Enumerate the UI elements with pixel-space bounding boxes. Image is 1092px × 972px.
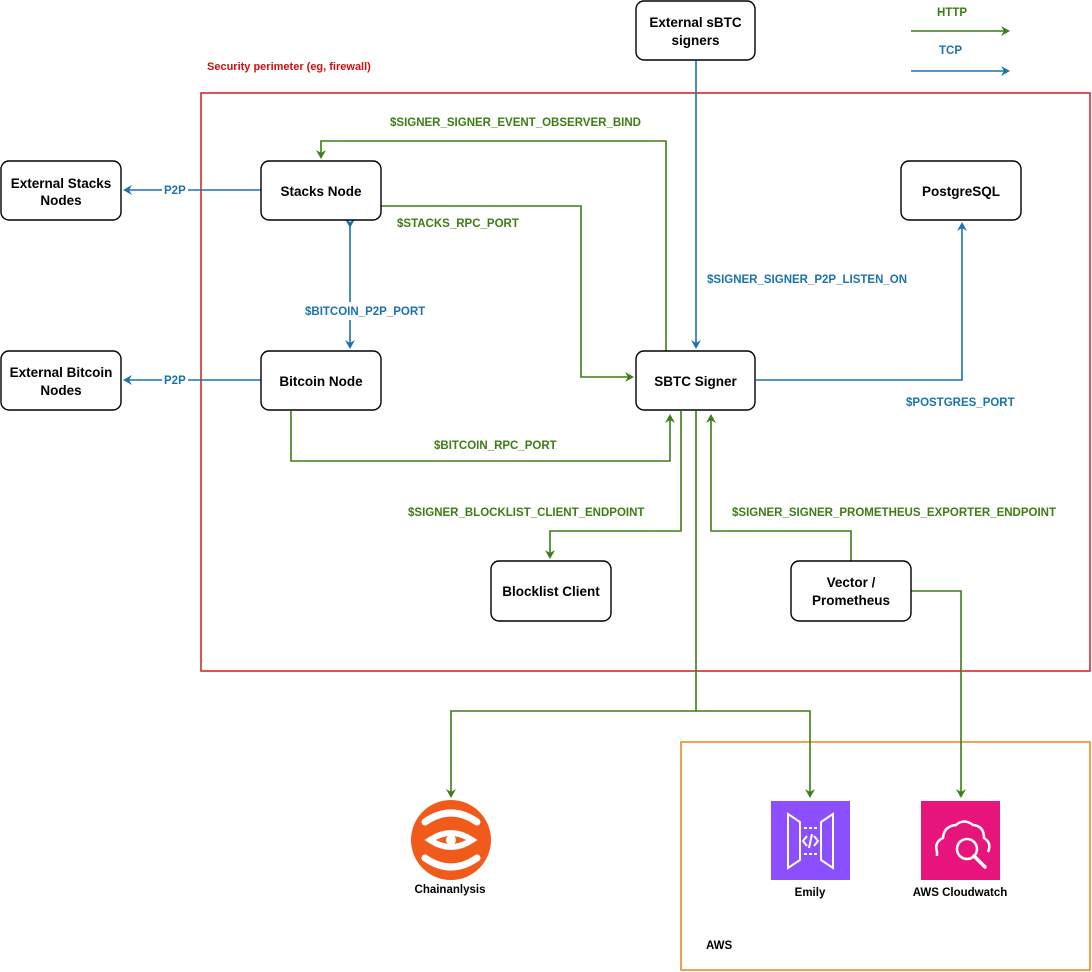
perimeter-label: Security perimeter (eg, firewall) xyxy=(207,61,371,73)
node-label-line: External Bitcoin xyxy=(10,365,113,380)
edge-label-p2p-stacks: P2P xyxy=(164,185,186,197)
edge-stacks-rpc xyxy=(381,205,634,382)
node-label-line: Nodes xyxy=(40,193,81,208)
edge-label-prometheus: $SIGNER_SIGNER_PROMETHEUS_EXPORTER_ENDPO… xyxy=(732,507,1056,519)
node-label-line: External sBTC xyxy=(649,15,742,30)
api-gateway-icon[interactable] xyxy=(771,801,850,880)
node-sbtc-signer[interactable]: SBTC Signer xyxy=(635,350,756,411)
edge-prometheus xyxy=(706,414,852,561)
node-label-line: Vector / xyxy=(827,575,876,590)
node-label-line: Prometheus xyxy=(812,593,890,608)
chainanalysis-logo-icon[interactable] xyxy=(411,800,491,880)
edge-label-stacks-rpc: $STACKS_RPC_PORT xyxy=(397,218,519,230)
security-perimeter xyxy=(200,92,1091,672)
edge-label-bg-bitcoin-p2p xyxy=(303,302,433,320)
node-label-line: External Stacks xyxy=(11,176,112,191)
edge-label-postgres: $POSTGRES_PORT xyxy=(906,397,1015,409)
node-label-line: PostgreSQL xyxy=(922,184,1000,199)
node-postgresql[interactable]: PostgreSQL xyxy=(900,160,1022,221)
node-label-line: Bitcoin Node xyxy=(279,374,363,389)
legend-tcp-label: TCP xyxy=(939,45,962,57)
node-stacks-node[interactable]: Stacks Node xyxy=(260,160,382,221)
node-label-line: Stacks Node xyxy=(280,184,362,199)
edge-blocklist xyxy=(545,411,682,559)
node-blocklist-client[interactable]: Blocklist Client xyxy=(490,560,612,622)
cloudwatch-icon[interactable] xyxy=(921,801,1000,880)
node-label-line: SBTC Signer xyxy=(654,374,737,389)
edge-bitcoin-rpc xyxy=(290,411,675,462)
edge-postgres xyxy=(756,222,967,381)
legend-http-label: HTTP xyxy=(937,7,967,19)
node-external-sbtc-signers[interactable]: External sBTC signers xyxy=(635,0,756,61)
node-label-line: Blocklist Client xyxy=(502,584,600,599)
edge-label-p2p-bitcoin: P2P xyxy=(164,375,186,387)
edge-event-observer xyxy=(316,140,667,351)
edge-label-bg-p2p-bitcoin xyxy=(162,373,188,388)
node-external-bitcoin-nodes[interactable]: External Bitcoin Nodes xyxy=(0,350,122,411)
aws-label: AWS xyxy=(706,940,733,952)
legend: HTTP TCP xyxy=(911,7,1010,76)
edge-label-bitcoin-rpc: $BITCOIN_RPC_PORT xyxy=(434,440,557,452)
edge-emily xyxy=(696,710,815,798)
edge-label-bitcoin-p2p: $BITCOIN_P2P_PORT xyxy=(305,306,425,318)
emily-label: Emily xyxy=(795,887,826,899)
edge-cloudwatch xyxy=(911,590,966,798)
chainanalysis-label: Chainanlysis xyxy=(415,884,486,896)
node-vector-prometheus[interactable]: Vector / Prometheus xyxy=(790,560,912,622)
edge-label-bg-p2p-stacks xyxy=(162,183,188,198)
node-bitcoin-node[interactable]: Bitcoin Node xyxy=(260,350,382,411)
aws-region xyxy=(680,741,1091,971)
node-label-line: signers xyxy=(671,33,719,48)
edge-chainanalysis xyxy=(446,710,696,798)
edge-label-blocklist: $SIGNER_BLOCKLIST_CLIENT_ENDPOINT xyxy=(408,507,644,519)
cloudwatch-label: AWS Cloudwatch xyxy=(913,887,1008,899)
node-external-stacks-nodes[interactable]: External Stacks Nodes xyxy=(0,160,122,221)
edge-label-event-observer: $SIGNER_SIGNER_EVENT_OBSERVER_BIND xyxy=(390,117,641,129)
edge-label-p2p-listen: $SIGNER_SIGNER_P2P_LISTEN_ON xyxy=(707,274,907,286)
node-label-line: Nodes xyxy=(40,383,81,398)
